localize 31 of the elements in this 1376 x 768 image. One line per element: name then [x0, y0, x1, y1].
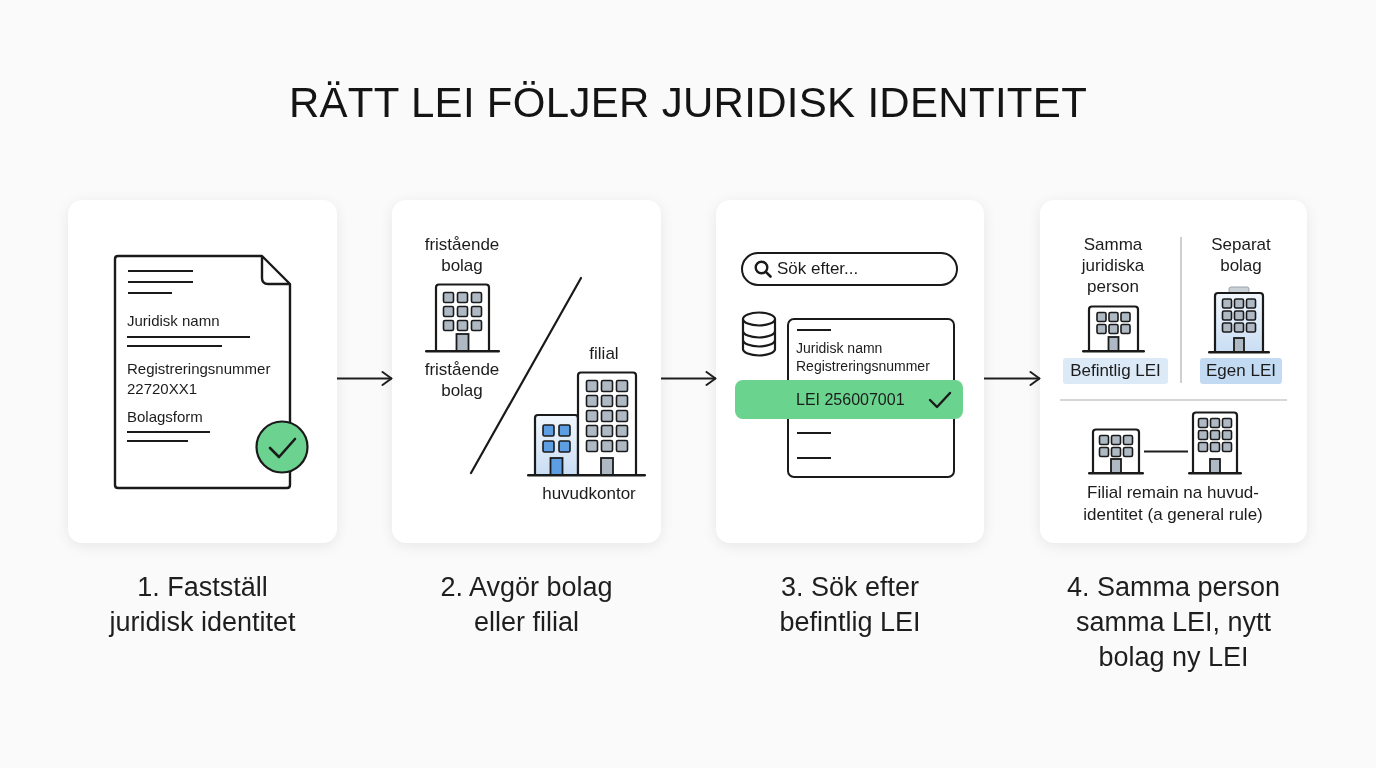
step-caption: 2. Avgör bolag eller filial — [439, 571, 614, 639]
step-caption: 1. Fastställ juridisk identitet — [107, 571, 297, 639]
step-caption: 4. Samma person samma LEI, nytt bolag ny LEI — [1065, 571, 1282, 674]
field-label: Bolagsform — [127, 408, 203, 426]
lei-number: LEI 256007001 — [796, 390, 905, 410]
arrow — [336, 371, 393, 386]
field-label: Registreringsnummer — [796, 357, 930, 375]
step-caption: 3. Sök efter befintlig LEI — [778, 571, 922, 639]
arrow — [983, 371, 1041, 386]
column-heading: Samma juridiska person — [1080, 234, 1146, 297]
field-value: 22720XX1 — [127, 380, 198, 398]
building-icon — [1188, 411, 1242, 475]
building-label: fristående bolag — [423, 359, 501, 401]
field-label: Juridisk namn — [127, 312, 220, 330]
lei-tag: Egen LEI — [1200, 358, 1282, 384]
building-label: filial — [588, 343, 620, 364]
column-heading: Separat bolag — [1210, 234, 1272, 276]
note-text: Filial remain na huvud-identitet (a general rule) — [1082, 482, 1264, 526]
field-label: Juridisk namn — [796, 339, 883, 357]
building-icon — [1088, 428, 1144, 475]
title: RÄTT LEI FÖLJER JURIDISK IDENTITET — [288, 78, 1088, 128]
field-label: Registreringsnummer — [127, 360, 271, 378]
connector-line — [1143, 450, 1189, 453]
highlighted-result-row — [735, 380, 963, 419]
document — [112, 253, 293, 491]
building-label: fristående bolag — [423, 234, 501, 276]
search-field — [741, 252, 958, 286]
building-label: huvudkontor — [541, 483, 637, 504]
lei-tag: Befintlig LEI — [1063, 358, 1168, 384]
arrow — [660, 371, 717, 386]
search-placeholder: Sök efter... — [777, 258, 859, 280]
